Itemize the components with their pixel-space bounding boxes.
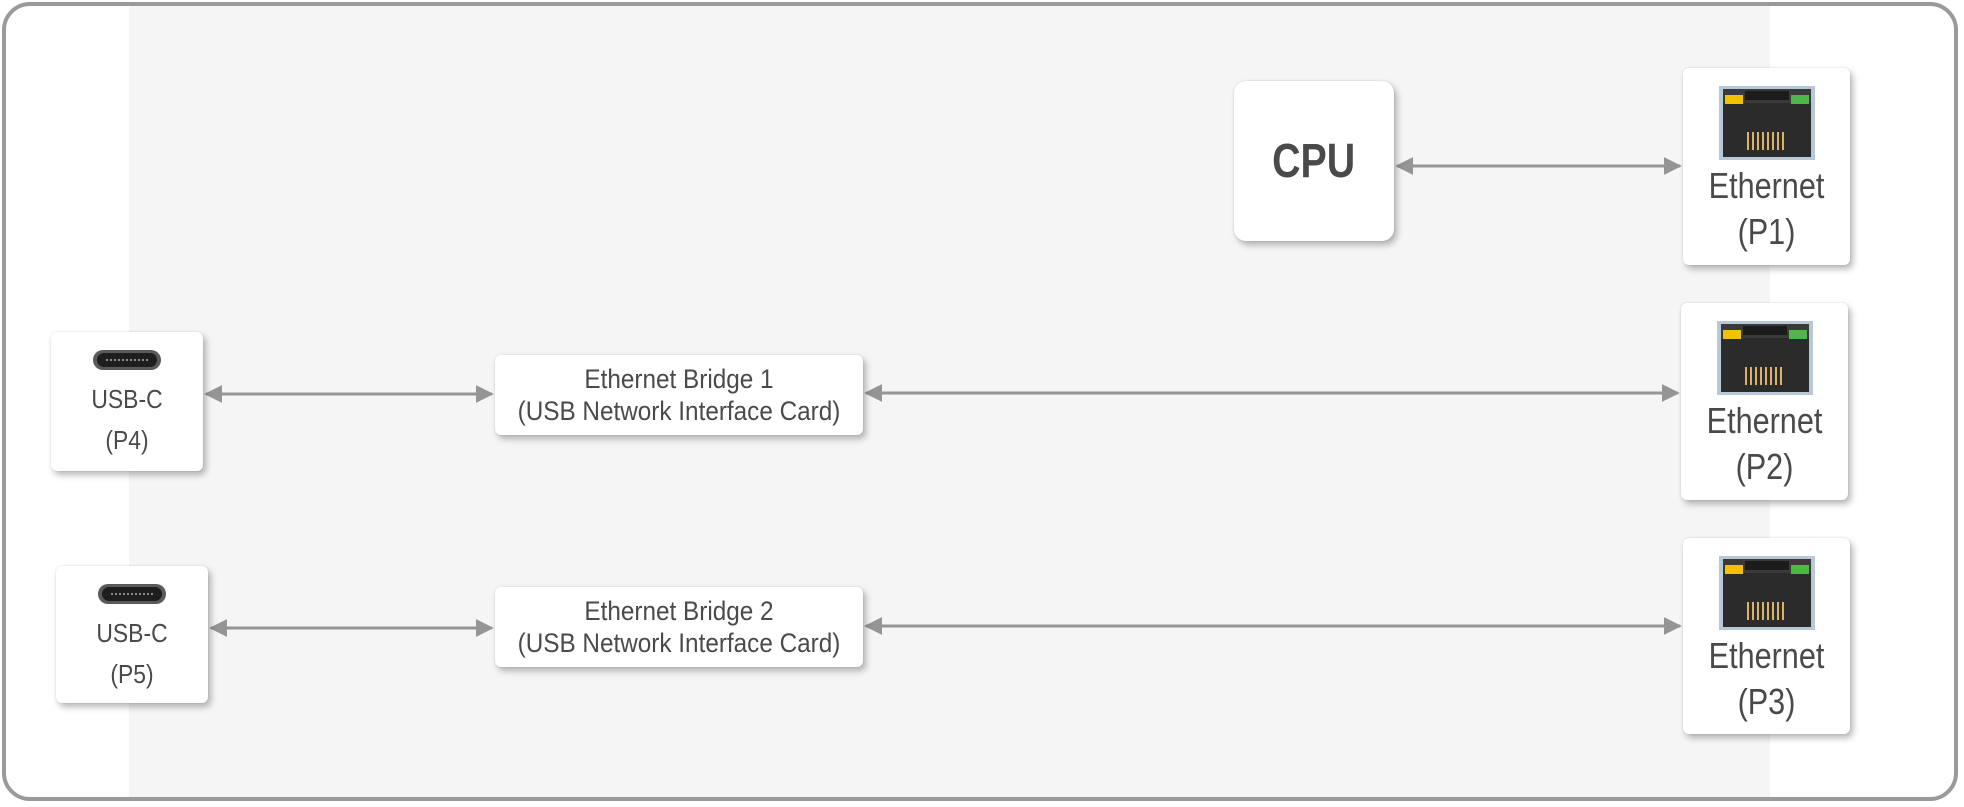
cpu-block: CPU — [1234, 81, 1394, 241]
cpu-label: CPU — [1272, 134, 1356, 188]
ethernet-port-id: (P2) — [1735, 446, 1794, 487]
bridge-title: Ethernet Bridge 2 — [584, 596, 774, 626]
ethernet-port-id: (P3) — [1737, 681, 1796, 722]
usb-c-port-id: (P4) — [105, 425, 149, 455]
bridge-subtitle: (USB Network Interface Card) — [517, 396, 841, 426]
ethernet-bridge-2: Ethernet Bridge 2 (USB Network Interface… — [495, 587, 863, 667]
ethernet-label: Ethernet — [1708, 165, 1825, 206]
rj45-jack-icon — [1716, 321, 1813, 395]
ethernet-port-p2: Ethernet (P2) — [1681, 303, 1848, 500]
usb-c-port-icon — [92, 349, 162, 371]
usb-c-label: USB-C — [96, 618, 168, 648]
ethernet-port-p1: Ethernet (P1) — [1683, 68, 1850, 265]
ethernet-label: Ethernet — [1706, 400, 1823, 441]
ethernet-label: Ethernet — [1708, 635, 1825, 676]
rj45-jack-icon — [1718, 86, 1815, 160]
usb-c-label: USB-C — [91, 384, 163, 414]
ethernet-port-id: (P1) — [1737, 211, 1796, 252]
usb-c-port-p4: USB-C (P4) — [51, 332, 203, 471]
rj45-jack-icon — [1718, 556, 1815, 630]
usb-c-port-icon — [97, 583, 167, 605]
ethernet-port-p3: Ethernet (P3) — [1683, 538, 1850, 734]
usb-c-port-id: (P5) — [110, 659, 154, 689]
bridge-title: Ethernet Bridge 1 — [584, 364, 774, 394]
bridge-subtitle: (USB Network Interface Card) — [517, 628, 841, 658]
usb-c-port-p5: USB-C (P5) — [56, 566, 208, 703]
ethernet-bridge-1: Ethernet Bridge 1 (USB Network Interface… — [495, 355, 863, 435]
